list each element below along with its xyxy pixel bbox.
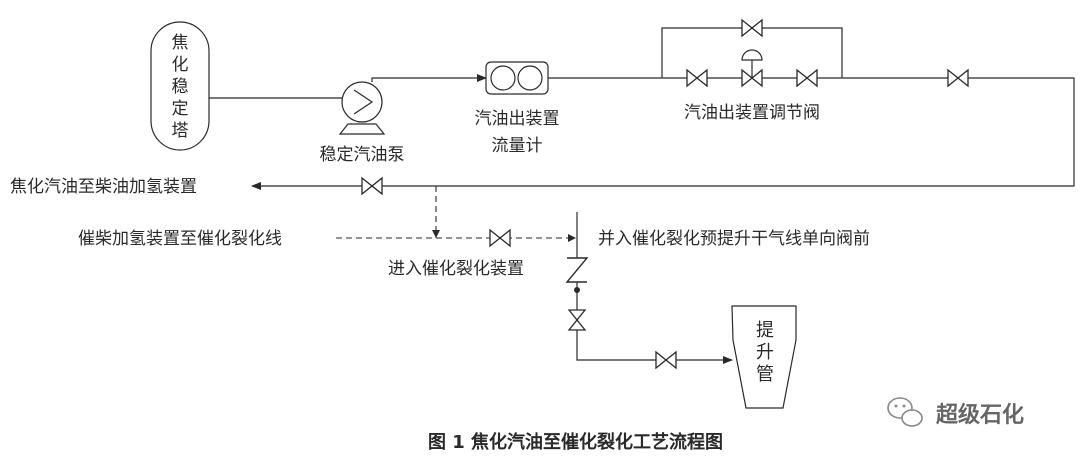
control-valve-icon[interactable] bbox=[741, 49, 763, 88]
diesel-to-fcc-label: 催柴加氢装置至催化裂化线 bbox=[78, 229, 282, 249]
check-valve-icon[interactable] bbox=[565, 257, 589, 283]
figure-caption: 图 1 焦化汽油至催化裂化工艺流程图 bbox=[428, 431, 723, 453]
pump-to-flowmeter-line bbox=[371, 74, 487, 82]
wechat-icon bbox=[887, 397, 923, 427]
diesel-line-gate-valve-icon[interactable] bbox=[361, 177, 383, 195]
stabilizer-tower-label: 焦化稳定塔 bbox=[172, 33, 189, 141]
bypass-gate-valve-icon[interactable] bbox=[741, 19, 763, 37]
pump-icon bbox=[338, 81, 386, 135]
to-diesel-label: 焦化汽油至柴油加氢装置 bbox=[10, 177, 197, 197]
flowmeter-label-line2: 流量计 bbox=[492, 136, 543, 156]
pump-label: 稳定汽油泵 bbox=[320, 145, 405, 165]
riser-label: 提升管 bbox=[756, 320, 774, 385]
enter-fcc-label: 进入催化裂化装置 bbox=[388, 259, 524, 279]
vertical-gate-valve-icon[interactable] bbox=[568, 309, 586, 331]
fcc-line-lower bbox=[576, 282, 733, 364]
line-node-dot bbox=[574, 287, 580, 293]
downstream-gate-valve-icon[interactable] bbox=[796, 69, 818, 87]
dashed-line-gate-valve-icon[interactable] bbox=[489, 229, 511, 247]
flowmeter-icon bbox=[485, 61, 549, 95]
header-gate-valve-icon[interactable] bbox=[947, 69, 969, 87]
merge-label: 并入催化裂化预提升干气线单向阀前 bbox=[598, 229, 870, 249]
riser-inlet-gate-valve-icon[interactable] bbox=[655, 351, 677, 369]
flowmeter-label-line1: 汽油出装置 bbox=[475, 109, 560, 129]
watermark: 超级石化 bbox=[887, 397, 1024, 428]
watermark-text: 超级石化 bbox=[936, 402, 1024, 428]
stabilizer-tower: 焦化稳定塔 bbox=[150, 21, 210, 151]
riser-vessel bbox=[731, 305, 797, 409]
upstream-gate-valve-icon[interactable] bbox=[686, 69, 708, 87]
control-valve-label: 汽油出装置调节阀 bbox=[684, 103, 820, 123]
